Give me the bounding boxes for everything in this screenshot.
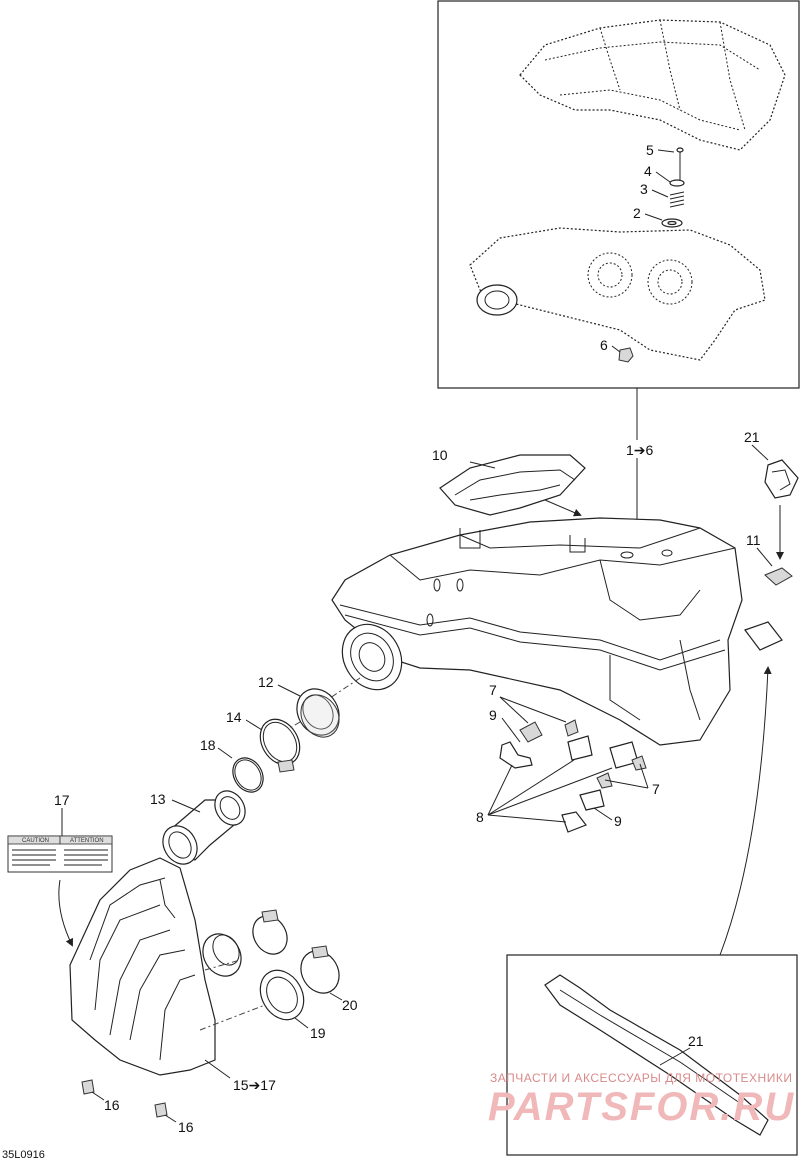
watermark-brand: PARTSFOR.RU xyxy=(488,1085,795,1129)
callout-21-bottom: 21 xyxy=(688,1033,704,1049)
callout-12: 12 xyxy=(258,674,274,690)
callout-8: 8 xyxy=(476,809,484,825)
callout-17: 17 xyxy=(54,792,70,808)
callout-7-right: 7 xyxy=(652,781,660,797)
callout-16-left: 16 xyxy=(104,1097,120,1113)
callout-4: 4 xyxy=(644,163,652,179)
callout-5: 5 xyxy=(646,142,654,158)
callout-20: 20 xyxy=(342,997,358,1013)
label-17-caution: CAUTION xyxy=(22,838,49,844)
collar-left xyxy=(202,933,242,977)
clip-set-right xyxy=(561,741,647,833)
label-17-sticker: CAUTION ATTENTION xyxy=(7,835,113,873)
callout-9-right: 9 xyxy=(614,813,622,829)
inset-upper-cover xyxy=(519,19,786,151)
clip-set-left xyxy=(499,719,593,769)
part-11-clip xyxy=(764,567,793,586)
inset-lower-airbox xyxy=(469,227,766,361)
callout-6: 6 xyxy=(600,337,608,353)
callout-3: 3 xyxy=(640,181,648,197)
callout-9-left: 9 xyxy=(489,707,497,723)
callout-19: 19 xyxy=(310,1025,326,1041)
inset-bolt-stack xyxy=(661,147,685,228)
callout-11: 11 xyxy=(746,532,761,548)
part-13-duct xyxy=(162,790,246,865)
lower-intake-housing xyxy=(69,857,216,1076)
inset-nut xyxy=(618,347,634,363)
diagram-id: 35L0916 xyxy=(2,1149,45,1161)
clamp-upper xyxy=(252,909,288,955)
callout-13: 13 xyxy=(150,791,166,807)
part-20-clamp xyxy=(300,945,340,994)
callout-21-top: 21 xyxy=(744,429,760,445)
callout-18: 18 xyxy=(200,737,216,753)
watermark-tagline: ЗАПЧАСТИ И АКСЕССУАРЫ ДЛЯ МОТОТЕХНИКИ xyxy=(490,1071,792,1085)
callout-7-left: 7 xyxy=(489,682,497,698)
callout-14: 14 xyxy=(226,709,242,725)
part-12-seal xyxy=(296,688,340,738)
callout-1-to-6: 1➔6 xyxy=(626,442,654,458)
callout-16-right: 16 xyxy=(178,1119,194,1135)
label-17-attention: ATTENTION xyxy=(70,838,104,844)
callout-2: 2 xyxy=(633,205,641,221)
callout-15-to-17: 15➔17 xyxy=(233,1077,276,1093)
part-19-collar xyxy=(259,969,305,1021)
main-airbox xyxy=(331,517,743,746)
airbox-strap-clip xyxy=(744,621,783,651)
part-16-grommet-a xyxy=(81,1079,95,1095)
callout-10: 10 xyxy=(432,447,448,463)
part-16-grommet-b xyxy=(154,1102,168,1118)
part-21-grommet xyxy=(764,459,799,499)
part-10-cover xyxy=(439,454,586,516)
part-14-clamp xyxy=(259,718,301,773)
airbox-intake xyxy=(341,623,403,691)
part-18-ring xyxy=(232,757,264,793)
